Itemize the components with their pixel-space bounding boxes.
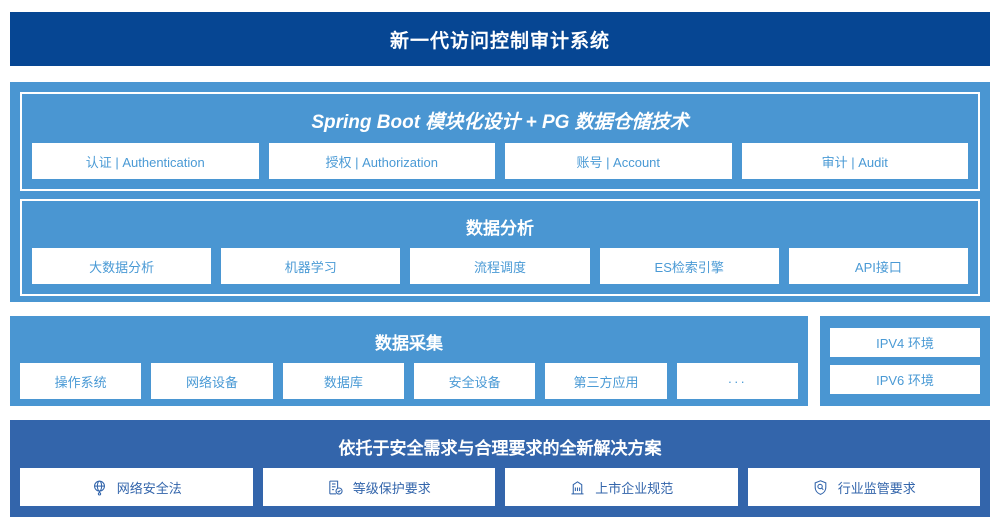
globe-icon: [91, 479, 108, 496]
analysis-card-es-search-engine-label: ES检索引擎: [654, 259, 724, 275]
building-icon: [569, 479, 586, 496]
collection-card-operating-system[interactable]: 操作系统: [20, 363, 142, 399]
page-title: 新一代访问控制审计系统: [389, 30, 610, 52]
platform-card-audit[interactable]: 审计 | Audit: [741, 143, 968, 179]
collection-card-security-device-label: 安全设备: [448, 374, 501, 390]
analysis-card-big-data[interactable]: 大数据分析: [32, 248, 212, 284]
platform-card-authentication-label: 认证 | Authentication: [85, 154, 205, 170]
environment-card-ipv6[interactable]: IPV6 环境: [830, 365, 980, 394]
environment-section: IPV4 环境 IPV6 环境: [820, 316, 990, 406]
compliance-card-classified-protection[interactable]: 等级保护要求: [262, 468, 495, 506]
collection-card-security-device[interactable]: 安全设备: [413, 363, 536, 399]
analysis-card-api[interactable]: API接口: [788, 248, 969, 284]
analysis-card-machine-learning[interactable]: 机器学习: [221, 248, 401, 284]
collection-section-title: 数据采集: [375, 334, 443, 353]
collection-card-database[interactable]: 数据库: [282, 363, 404, 399]
compliance-card-industry-regulation-label: 行业监管要求: [837, 480, 916, 496]
collection-card-database-label: 数据库: [323, 374, 363, 390]
platform-card-audit-label: 审计 | Audit: [821, 154, 888, 170]
environment-card-ipv6-label: IPV6 环境: [876, 373, 934, 388]
collection-card-network-device-label: 网络设备: [185, 374, 238, 390]
platform-card-authentication[interactable]: 认证 | Authentication: [32, 143, 259, 179]
analysis-card-es-search-engine[interactable]: ES检索引擎: [599, 248, 779, 284]
analysis-card-row: 大数据分析 机器学习 流程调度 ES检索引擎 API接口: [32, 248, 969, 284]
platform-card-authorization-label: 授权 | Authorization: [325, 154, 438, 170]
collection-and-environment-row: 数据采集 操作系统 网络设备 数据库 安全设备 第三方应用 ···: [10, 316, 990, 406]
compliance-card-row: 网络安全法 等级保护要求: [20, 468, 980, 506]
compliance-section-title: 依托于安全需求与合理要求的全新解决方案: [338, 439, 662, 458]
analysis-card-process-scheduling-label: 流程调度: [474, 259, 527, 275]
platform-section-title: Spring Boot 模块化设计 + PG 数据仓储技术: [311, 112, 689, 133]
document-check-icon: [327, 479, 344, 496]
compliance-card-cybersecurity-law[interactable]: 网络安全法: [20, 468, 253, 506]
compliance-card-listed-enterprise[interactable]: 上市企业规范: [505, 468, 738, 506]
analysis-card-machine-learning-label: 机器学习: [284, 259, 337, 275]
platform-section: Spring Boot 模块化设计 + PG 数据仓储技术 认证 | Authe…: [20, 92, 980, 191]
collection-card-network-device[interactable]: 网络设备: [151, 363, 273, 399]
collection-card-more[interactable]: ···: [676, 363, 798, 399]
analysis-card-process-scheduling[interactable]: 流程调度: [410, 248, 590, 284]
collection-card-third-party-app-label: 第三方应用: [573, 374, 639, 390]
collection-card-row: 操作系统 网络设备 数据库 安全设备 第三方应用 ···: [20, 363, 798, 399]
analysis-section-title: 数据分析: [466, 219, 534, 238]
analysis-card-api-label: API接口: [854, 259, 902, 275]
collection-section: 数据采集 操作系统 网络设备 数据库 安全设备 第三方应用 ···: [10, 316, 808, 406]
shield-search-icon: [812, 479, 829, 496]
compliance-card-cybersecurity-law-label: 网络安全法: [116, 480, 182, 496]
platform-card-account-label: 账号 | Account: [576, 154, 661, 170]
page-header: 新一代访问控制审计系统: [10, 12, 990, 66]
environment-card-ipv4[interactable]: IPV4 环境: [830, 328, 980, 357]
analysis-section: 数据分析 大数据分析 机器学习 流程调度 ES检索引擎 API接口: [20, 199, 980, 296]
platform-card-row: 认证 | Authentication 授权 | Authorization 账…: [32, 143, 968, 179]
compliance-card-listed-enterprise-label: 上市企业规范: [595, 480, 674, 496]
compliance-section: 依托于安全需求与合理要求的全新解决方案 网络安全法: [10, 420, 990, 517]
platform-and-analysis-panel: Spring Boot 模块化设计 + PG 数据仓储技术 认证 | Authe…: [10, 82, 990, 302]
collection-card-more-label: ···: [727, 373, 747, 389]
collection-card-operating-system-label: 操作系统: [54, 374, 107, 390]
compliance-card-classified-protection-label: 等级保护要求: [352, 480, 431, 496]
analysis-card-big-data-label: 大数据分析: [89, 259, 155, 275]
platform-card-authorization[interactable]: 授权 | Authorization: [268, 143, 495, 179]
platform-card-account[interactable]: 账号 | Account: [505, 143, 732, 179]
collection-card-third-party-app[interactable]: 第三方应用: [545, 363, 667, 399]
compliance-card-industry-regulation[interactable]: 行业监管要求: [747, 468, 980, 506]
environment-card-ipv4-label: IPV4 环境: [876, 336, 934, 351]
